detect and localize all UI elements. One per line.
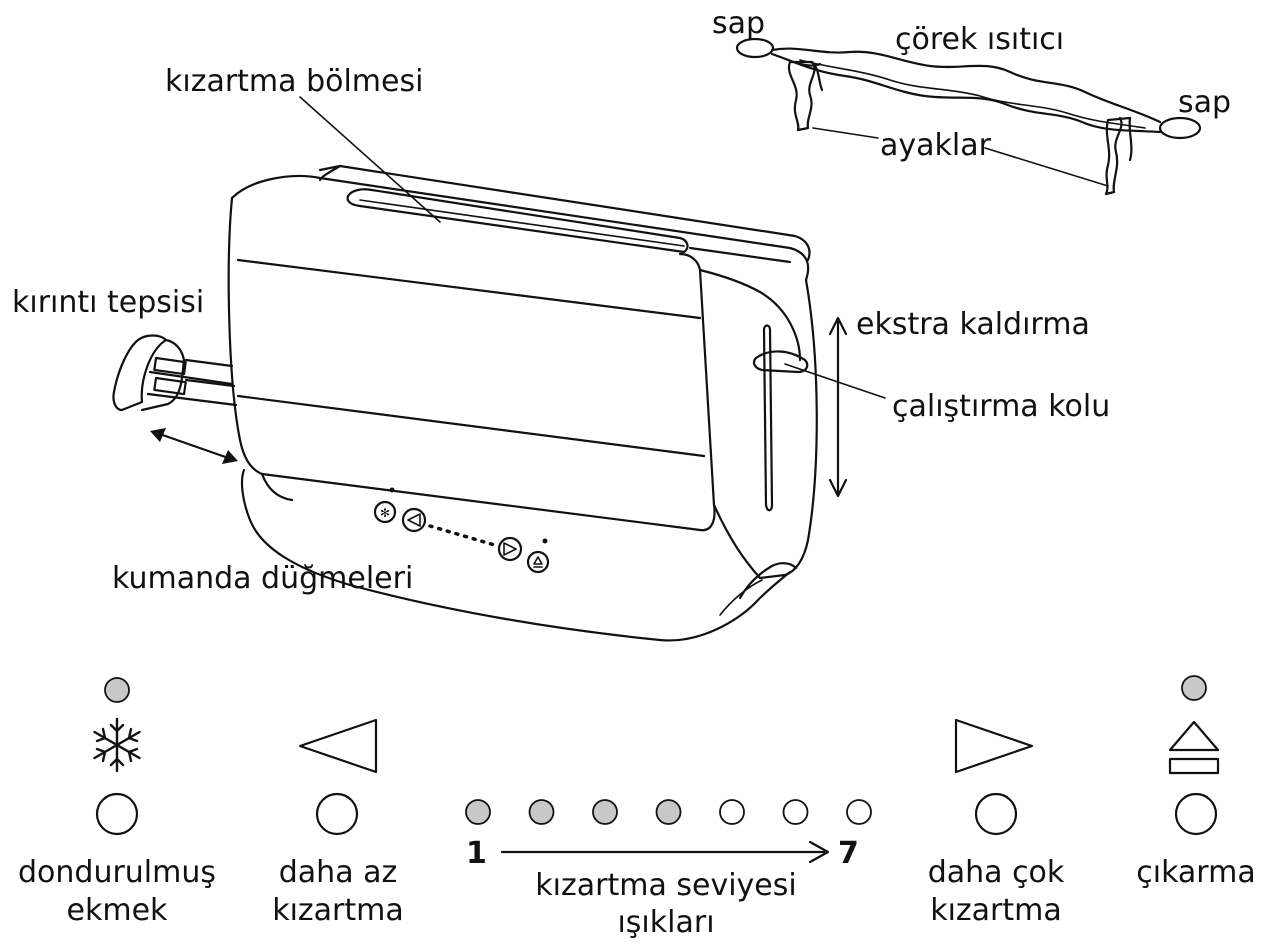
- label-levels-line2: ışıkları: [617, 905, 714, 940]
- toast-level-light-3: [592, 799, 618, 825]
- frozen-indicator-light: [104, 677, 130, 703]
- label-more-line2: kızartma: [930, 893, 1062, 928]
- label-ekstra-kaldirma: ekstra kaldırma: [856, 307, 1090, 342]
- bun-warmer: [735, 37, 1202, 196]
- label-kizartma-bolmesi: kızartma bölmesi: [165, 64, 423, 99]
- toast-level-light-1: [465, 799, 491, 825]
- label-sap-left: sap: [712, 6, 765, 41]
- right-handle: [1158, 116, 1202, 140]
- toast-level-light-6: [782, 799, 809, 825]
- calistirma-kolu-leader: [784, 363, 886, 399]
- label-calistirma-kolu: çalıştırma kolu: [892, 389, 1110, 424]
- ayaklar-leader-left: [812, 127, 879, 139]
- label-ayaklar: ayaklar: [880, 128, 992, 163]
- eject-button[interactable]: [1174, 792, 1218, 836]
- label-less-line2: kızartma: [272, 893, 404, 928]
- label-kumanda-dugmeleri: kumanda düğmeleri: [112, 561, 413, 596]
- triangle-right-icon: [954, 718, 1034, 774]
- toaster-base: [240, 468, 792, 642]
- operation-lever: [752, 350, 809, 374]
- eject-indicator-light: [1181, 675, 1207, 701]
- label-more-line1: daha çok: [928, 855, 1065, 890]
- toast-level-light-7: [846, 799, 872, 825]
- label-frozen-line1: dondurulmuş: [18, 855, 216, 890]
- toaster-top: [230, 174, 810, 282]
- lever-slot: [762, 324, 774, 512]
- label-levels-line1: kızartma seviyesi: [535, 868, 796, 903]
- snowflake-icon: [93, 717, 141, 773]
- crumb-tray: [112, 334, 168, 412]
- warmer-rail-bottom: [770, 52, 1162, 134]
- left-handle: [735, 37, 775, 59]
- less-toast-button[interactable]: [315, 792, 359, 836]
- toast-level-lights: [465, 799, 872, 825]
- level-start-label: 1: [466, 836, 487, 871]
- kizartma-bolmesi-leader: [299, 96, 441, 223]
- more-toast-button[interactable]: [974, 792, 1018, 836]
- label-corek-isitici: çörek ısıtıcı: [895, 22, 1064, 57]
- label-eject: çıkarma: [1136, 855, 1255, 890]
- eject-icon: [1168, 720, 1220, 775]
- toast-level-light-5: [719, 799, 745, 825]
- left-legs: [787, 60, 824, 132]
- triangle-left-icon: [298, 718, 378, 774]
- toaster-front-face: [227, 196, 716, 532]
- toaster-control-buttons: ✻: [373, 487, 550, 574]
- warmer-rail-top: [770, 47, 1162, 124]
- right-legs: [1104, 116, 1132, 196]
- label-sap-right: sap: [1178, 85, 1231, 120]
- level-end-label: 7: [838, 836, 859, 871]
- control-panel-legend: [93, 675, 1220, 864]
- label-kirinti-tepsisi: kırıntı tepsisi: [12, 285, 204, 320]
- toast-level-light-2: [528, 799, 555, 825]
- crumb-tray-arrow: [150, 428, 238, 464]
- svg-text:✻: ✻: [380, 506, 390, 520]
- toast-slot: [346, 188, 689, 254]
- toast-level-light-4: [655, 799, 682, 825]
- ayaklar-leader-right: [984, 147, 1109, 187]
- extra-lift-arrow: [828, 316, 848, 498]
- frozen-button[interactable]: [95, 792, 139, 836]
- toaster-body: ✻: [112, 96, 886, 642]
- level-arrow: [500, 840, 830, 864]
- label-less-line1: daha az: [279, 855, 398, 890]
- label-frozen-line2: ekmek: [67, 893, 169, 928]
